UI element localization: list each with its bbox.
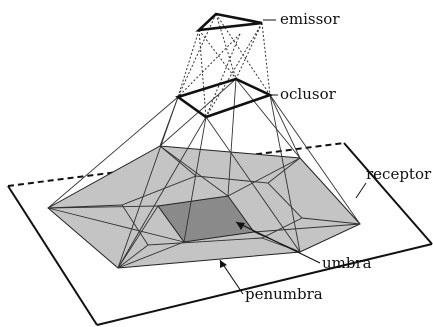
emitter-label: emissor: [280, 10, 340, 28]
occluder-shape: [175, 77, 274, 119]
receiver-left-edge: [7, 185, 98, 326]
emitter-shape: [195, 12, 263, 32]
receiver-front-edge: [96, 243, 433, 326]
umbra-arrow: [235, 221, 321, 264]
penumbra-arrow: [219, 259, 244, 295]
receiver-right-edge: [343, 142, 433, 245]
occluder-label: oclusor: [280, 85, 337, 103]
receiver-back-edge-dashed: [7, 142, 345, 187]
receiver-plane: [7, 142, 433, 326]
receiver-leader-line: [355, 182, 367, 199]
projection-lines: [47, 78, 361, 269]
umbra-label: umbra: [322, 254, 372, 272]
emitter-occluder-dotted-lines: [177, 13, 271, 118]
receiver-label: receptor: [366, 165, 432, 183]
penumbra-label: penumbra: [245, 285, 323, 303]
